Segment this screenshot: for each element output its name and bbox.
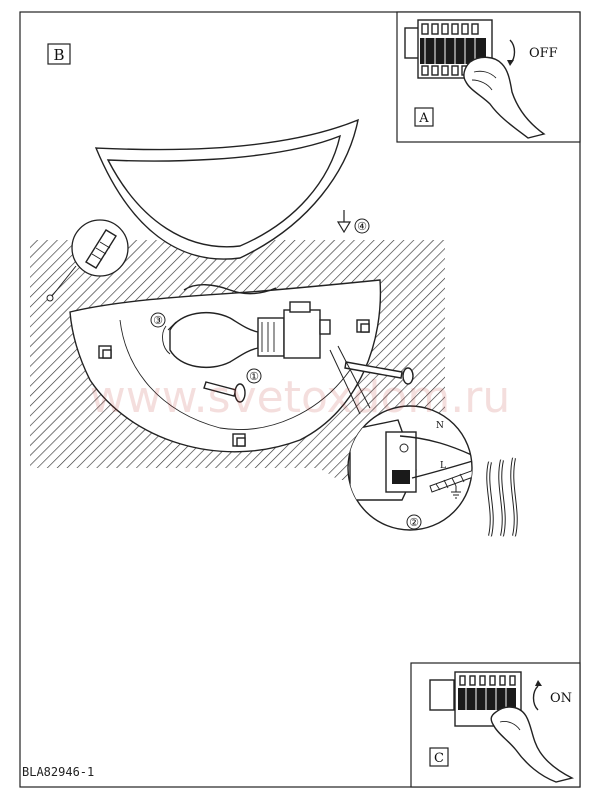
switch-on-text: ON [550, 691, 572, 706]
hand-icon [463, 56, 546, 139]
switch-off-text: OFF [529, 46, 558, 61]
step-1-number: ① [249, 370, 259, 383]
supply-wire [183, 284, 277, 295]
sheet-border [19, 11, 581, 788]
screw-icon [203, 361, 414, 403]
watermark-text: www.svetoxdom.ru [90, 372, 510, 423]
mounting-bracket-icon [98, 319, 370, 447]
bulb-and-socket [162, 301, 331, 369]
earth-ground-icon [451, 486, 461, 499]
step-3-marker: ③ [150, 312, 166, 328]
circuit-breaker-panel-off [404, 19, 493, 79]
panel-c-switch-on: ON C [410, 662, 581, 788]
step-4-arrow: ④ [336, 210, 370, 234]
panel-a-switch-off: OFF A [396, 11, 581, 143]
switch-on-arrow-icon [532, 685, 539, 711]
panel-b-label: B [47, 43, 71, 65]
panel-a-label: A [418, 111, 429, 126]
neutral-wire-label: N [436, 421, 444, 431]
glass-shade [94, 118, 359, 260]
step-3-number: ③ [153, 314, 163, 327]
live-wire-label: L [440, 461, 446, 471]
step-4-number: ④ [357, 220, 367, 233]
step-2-marker: ② [406, 514, 422, 530]
hand-icon [490, 706, 575, 783]
wiring-detail-magnifier: N L [347, 405, 473, 531]
step-1-marker: ① [246, 368, 262, 384]
circuit-breaker-panel-on [429, 671, 522, 727]
wall-plug-callout [46, 219, 129, 302]
step-2-number: ② [409, 516, 419, 529]
svg-text:B: B [53, 46, 64, 64]
loose-wires [486, 457, 518, 537]
panel-c-label: C [434, 751, 444, 766]
document-code: BLA82946-1 [22, 765, 94, 779]
